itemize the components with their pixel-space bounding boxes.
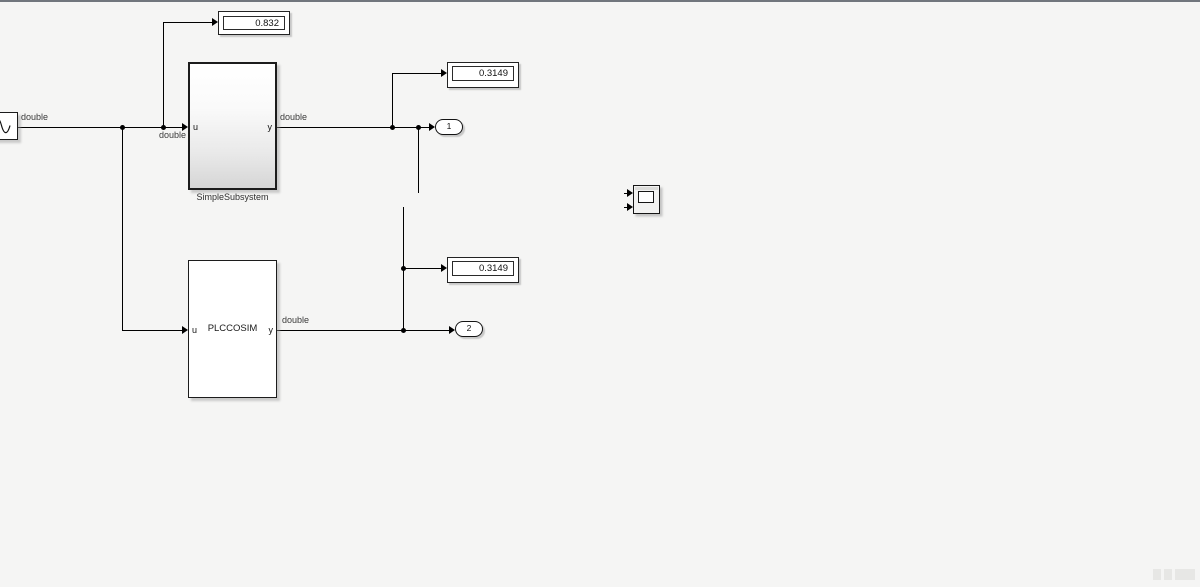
arrowhead [441,69,447,77]
arrowhead [212,18,218,26]
arrowhead [182,123,188,131]
plccosim-name: PLCCOSIM [207,323,258,334]
branch-point [161,125,166,130]
signal-type-label-subsystem-out: double [280,112,308,122]
signal-line-to-display-upper[interactable] [392,73,441,74]
scope-inport-arrow [627,189,633,197]
simple-subsystem-name[interactable]: SimpleSubsystem [196,192,269,202]
branch-point [120,125,125,130]
watermark [1153,569,1161,580]
arrowhead [429,123,435,131]
scope-screen-icon [638,191,654,203]
signal-line-to-display-lower[interactable] [403,268,441,269]
display-value: 0.3149 [452,66,514,81]
sine-wave-source-block[interactable] [0,112,18,140]
signal-line-branch-to-plccosim[interactable] [122,127,123,331]
branch-point [416,125,421,130]
branch-point [390,125,395,130]
signal-type-label-source: double [21,112,49,122]
signal-line-to-plccosim-input[interactable] [122,330,182,331]
scope-inport-arrow [627,203,633,211]
arrowhead [441,264,447,272]
display-block-upper[interactable]: 0.3149 [447,62,519,88]
window-top-border [0,0,1200,2]
signal-type-label-plccosim-out: double [282,315,310,325]
display-value: 0.832 [223,16,285,30]
scope-top-strip [635,187,658,190]
subsystem-outport-label: y [267,122,273,132]
dangling-line-upper[interactable] [418,127,419,193]
watermark [1164,569,1172,580]
scope-inport-stub [624,207,628,208]
signal-line-plccosim-to-outport2[interactable] [277,330,449,331]
outport-2[interactable]: 2 [455,321,483,337]
signal-line-to-display-top[interactable] [163,22,212,23]
display-block-lower[interactable]: 0.3149 [447,257,519,283]
watermark [1175,569,1195,580]
signal-line-branch-to-display-upper[interactable] [392,73,393,128]
branch-point [401,266,406,271]
display-value: 0.3149 [452,261,514,276]
plccosim-inport-label: u [192,325,198,335]
signal-line-subsystem-to-outport1[interactable] [277,127,429,128]
scope-block[interactable] [633,185,660,214]
plccosim-outport-label: y [268,325,274,335]
arrowhead [182,326,188,334]
subsystem-inport-label: u [193,122,199,132]
display-block-top[interactable]: 0.832 [218,11,290,35]
outport-1[interactable]: 1 [435,119,463,135]
signal-type-label-subsystem-in: double [158,130,186,140]
branch-point [401,328,406,333]
arrowhead [449,326,455,334]
signal-line-source-to-subsystem[interactable] [18,127,182,128]
sine-wave-icon [0,119,11,134]
signal-line-branch-to-display-top[interactable] [163,22,164,128]
scope-inport-stub [624,193,628,194]
plccosim-block[interactable]: u y PLCCOSIM [188,260,277,398]
simple-subsystem-block[interactable]: u y [188,62,277,190]
